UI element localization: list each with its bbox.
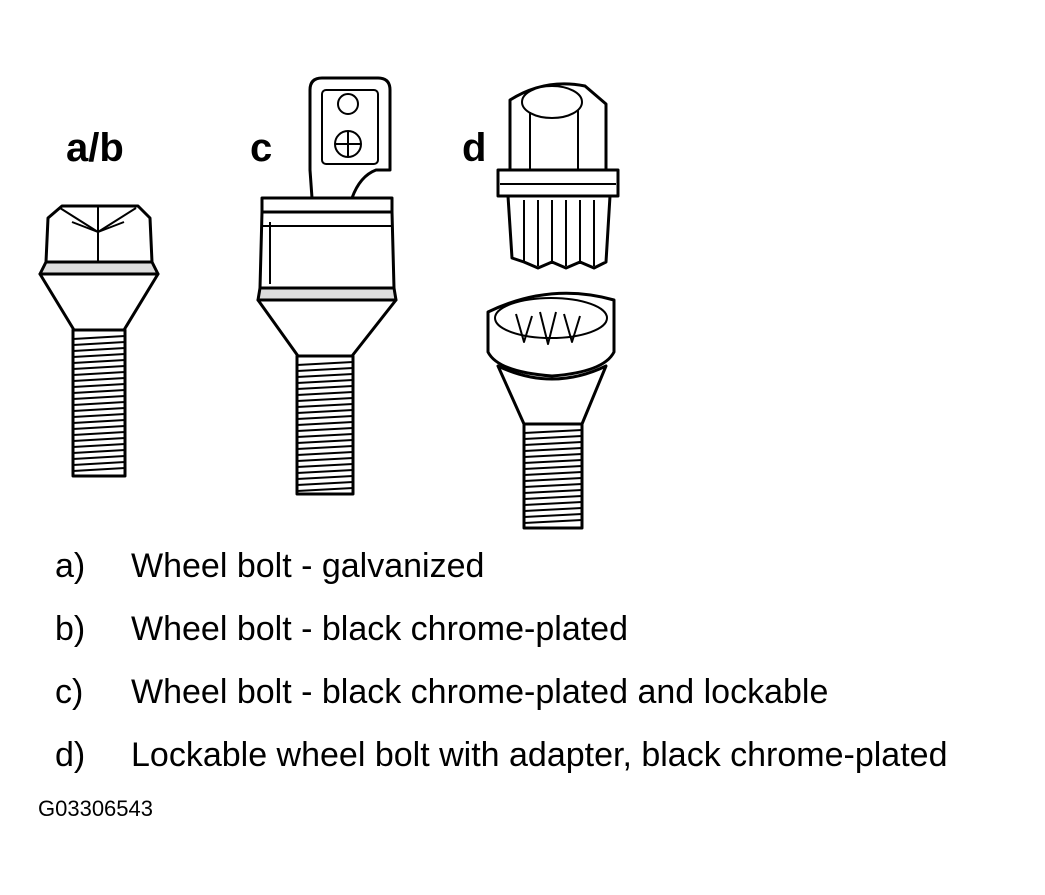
thread-line: [523, 519, 583, 524]
thread-line: [523, 471, 583, 476]
legend-text: Wheel bolt - galvanized: [131, 547, 485, 585]
thread-line: [296, 451, 354, 456]
bolt-ab-collar: [38, 260, 160, 276]
legend-key: c): [55, 673, 84, 711]
figure-id: G03306543: [38, 796, 153, 821]
thread-line: [523, 441, 583, 446]
thread-line: [296, 367, 354, 372]
thread-line: [523, 447, 583, 452]
label-d: d: [462, 126, 487, 170]
thread-line: [296, 469, 354, 474]
lock-bolt-cone: [496, 364, 608, 426]
thread-line: [523, 465, 583, 470]
thread-line: [523, 513, 583, 518]
thread-line: [72, 383, 126, 388]
thread-line: [296, 403, 354, 408]
legend-text: Wheel bolt - black chrome-plated: [131, 610, 629, 648]
thread-line: [296, 391, 354, 396]
thread-line: [72, 335, 126, 340]
thread-line: [72, 401, 126, 406]
thread-line: [523, 453, 583, 458]
legend-text: Lockable wheel bolt with adapter, black …: [131, 736, 948, 774]
thread-line: [296, 439, 354, 444]
thread-line: [523, 459, 583, 464]
legend-text: Wheel bolt - black chrome-plated and loc…: [131, 673, 829, 711]
thread-line: [296, 409, 354, 414]
thread-line: [72, 341, 126, 346]
thread-line: [72, 431, 126, 436]
thread-line: [296, 415, 354, 420]
thread-line: [72, 353, 126, 358]
bolt-c-head: [258, 210, 396, 290]
thread-line: [296, 421, 354, 426]
thread-line: [296, 457, 354, 462]
thread-line: [72, 443, 126, 448]
thread-line: [296, 373, 354, 378]
bolt-c-drawing: [256, 76, 398, 496]
thread-line: [72, 371, 126, 376]
thread-line: [72, 425, 126, 430]
thread-line: [523, 435, 583, 440]
bolt-c-top-rim: [260, 196, 394, 214]
thread-line: [72, 437, 126, 442]
thread-line: [523, 501, 583, 506]
thread-line: [72, 407, 126, 412]
thread-line: [72, 449, 126, 454]
thread-line: [72, 455, 126, 460]
thread-line: [296, 385, 354, 390]
bolt-c-cone: [256, 298, 398, 358]
thread-line: [296, 487, 354, 492]
adapter-spline: [506, 194, 612, 270]
thread-line: [296, 433, 354, 438]
thread-line: [72, 377, 126, 382]
bolt-ab-drawing: [38, 204, 160, 478]
thread-line: [523, 477, 583, 482]
thread-line: [296, 475, 354, 480]
thread-line: [296, 445, 354, 450]
thread-line: [72, 389, 126, 394]
legend-key: b): [55, 610, 86, 648]
bolt-d-drawing: [486, 82, 620, 530]
thread-line: [523, 507, 583, 512]
thread-line: [72, 395, 126, 400]
thread-line: [523, 429, 583, 434]
key-hole-icon: [337, 93, 359, 115]
legend-key: d): [55, 736, 86, 774]
thread-line: [296, 397, 354, 402]
label-ab: a/b: [66, 126, 124, 170]
bolt-illustrations: [38, 76, 620, 530]
thread-line: [296, 481, 354, 486]
thread-line: [296, 427, 354, 432]
label-c: c: [250, 126, 273, 170]
thread-line: [72, 365, 126, 370]
thread-line: [523, 495, 583, 500]
thread-line: [296, 463, 354, 468]
thread-line: [72, 461, 126, 466]
thread-line: [72, 359, 126, 364]
thread-line: [523, 483, 583, 488]
thread-line: [523, 489, 583, 494]
thread-line: [72, 419, 126, 424]
thread-line: [72, 413, 126, 418]
thread-line: [296, 361, 354, 366]
thread-line: [296, 379, 354, 384]
bolt-ab-cone: [38, 272, 160, 332]
lock-bolt-shank: [522, 422, 584, 530]
thread-line: [72, 347, 126, 352]
legend-key: a): [55, 547, 86, 585]
thread-line: [72, 467, 126, 472]
bolt-c-collar: [256, 286, 398, 302]
